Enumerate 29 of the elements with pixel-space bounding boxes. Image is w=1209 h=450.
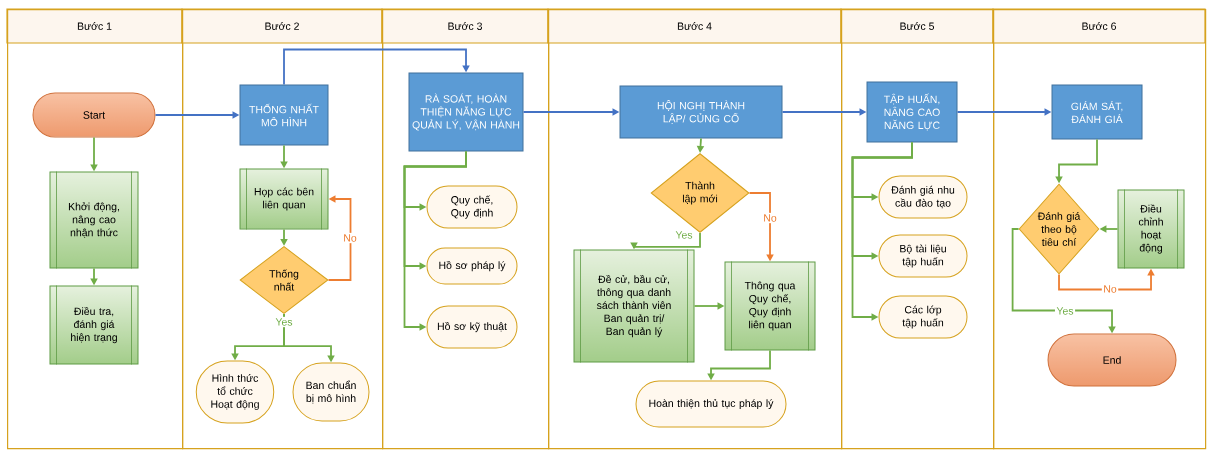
rounded-box: Hồ sơ pháp lý bbox=[426, 247, 518, 285]
subprocess-box: Thông qua Quy chế, Quy định liên quan bbox=[724, 261, 816, 351]
subprocess-box: Điều tra, đánh giá hiện trạng bbox=[49, 285, 139, 365]
rounded-box: Đánh giá nhu cầu đào tạo bbox=[878, 175, 968, 219]
rounded-box: Hồ sơ kỹ thuật bbox=[426, 305, 518, 349]
rounded-box: Hoàn thiện thủ tục pháp lý bbox=[635, 380, 787, 428]
subprocess-box: Khởi động, nâng cao nhận thức bbox=[49, 171, 139, 269]
rounded-box: Hình thức tổ chức Hoạt động bbox=[195, 360, 275, 424]
edge-label: No bbox=[341, 232, 359, 244]
subprocess-box: Họp các bên liên quan bbox=[239, 168, 329, 230]
arrow bbox=[403, 150, 467, 331]
rounded-box: Các lớp tập huấn bbox=[878, 295, 968, 339]
edge-label: No bbox=[1101, 283, 1119, 295]
process-box: GIÁM SÁT, ĐÁNH GIÁ bbox=[1051, 84, 1143, 140]
rounded-box: Bộ tài liệu tập huấn bbox=[878, 234, 968, 278]
arrow bbox=[283, 48, 470, 86]
process-box: HỘI NGHỊ THÀNH LẬP/ CỦNG CỐ bbox=[619, 85, 783, 139]
rounded-box: Quy chế, Quy định bbox=[426, 185, 518, 229]
arrow bbox=[851, 141, 913, 321]
process-box: THỐNG NHẤT MÔ HÌNH bbox=[239, 84, 329, 146]
process-box: TẬP HUẤN, NÂNG CAO NĂNG LỰC bbox=[866, 81, 958, 143]
subprocess-box: Điều chỉnh hoạt động bbox=[1117, 189, 1185, 269]
process-box: RÀ SOÁT, HOÀN THIỆN NĂNG LỰC QUẢN LÝ, VẬN HÀNH bbox=[408, 72, 524, 152]
arrow bbox=[327, 195, 352, 281]
edge-label: Yes bbox=[273, 316, 295, 328]
subprocess-box: Đề cử, bầu cử, thông qua danh sách thành viên Ban quản trị/ Ban quản lý bbox=[573, 249, 695, 363]
edge-label: No bbox=[761, 212, 779, 224]
rounded-box: Ban chuẩn bị mô hình bbox=[292, 362, 370, 422]
edge-label: Yes bbox=[1054, 305, 1076, 317]
